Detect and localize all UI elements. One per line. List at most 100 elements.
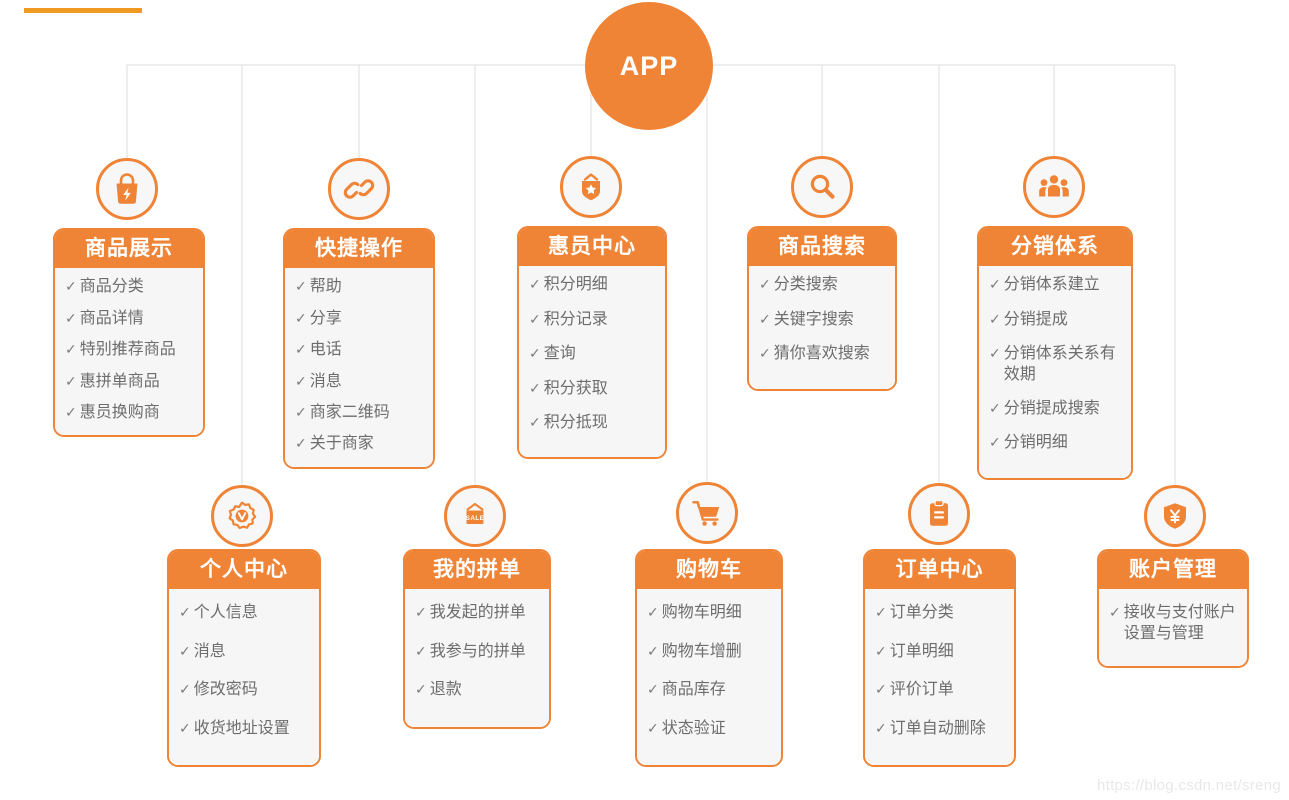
sale-tag-icon[interactable]: SALE xyxy=(444,485,506,547)
list-item-label: 关于商家 xyxy=(309,435,374,453)
check-icon: ✓ xyxy=(529,276,541,293)
list-item[interactable]: ✓购物车明细 xyxy=(647,603,773,623)
list-item[interactable]: ✓订单自动删除 xyxy=(875,719,1006,739)
card-order-center[interactable]: 订单中心 ✓订单分类 ✓订单明细 ✓评价订单 ✓订单自动删除 xyxy=(863,549,1016,767)
list-item[interactable]: ✓关于商家 xyxy=(295,434,425,454)
list-item-label: 我参与的拼单 xyxy=(429,642,526,660)
list-item[interactable]: ✓我参与的拼单 xyxy=(415,642,541,662)
list-item[interactable]: ✓分销体系关系有效期 xyxy=(989,344,1123,385)
card-shopping-cart[interactable]: 购物车 ✓购物车明细 ✓购物车增删 ✓商品库存 ✓状态验证 xyxy=(635,549,783,767)
card-distribution-system[interactable]: 分销体系 ✓分销体系建立 ✓分销提成 ✓分销体系关系有效期 ✓分销提成搜索 ✓分… xyxy=(977,226,1133,480)
card-body: ✓接收与支付账户设置与管理 xyxy=(1099,589,1247,667)
check-icon: ✓ xyxy=(415,681,427,698)
list-item[interactable]: ✓电话 xyxy=(295,340,425,360)
check-icon: ✓ xyxy=(647,604,659,621)
check-icon: ✓ xyxy=(295,435,307,452)
list-item[interactable]: ✓收货地址设置 xyxy=(179,719,311,739)
list-item[interactable]: ✓关键字搜索 xyxy=(759,310,887,330)
card-product-display[interactable]: 商品展示 ✓商品分类 ✓商品详情 ✓特别推荐商品 ✓惠拼单商品 ✓惠员换购商 xyxy=(53,228,205,438)
list-item[interactable]: ✓订单明细 xyxy=(875,642,1006,662)
card-quick-actions[interactable]: 快捷操作 ✓帮助 ✓分享 ✓电话 ✓消息 ✓商家二维码 ✓关于商家 xyxy=(283,228,435,469)
list-item-label: 积分明细 xyxy=(543,276,608,294)
list-item-label: 帮助 xyxy=(309,278,342,296)
card-account-management[interactable]: 账户管理 ✓接收与支付账户设置与管理 xyxy=(1097,549,1249,669)
list-item[interactable]: ✓惠员换购商 xyxy=(65,403,195,423)
list-item[interactable]: ✓查询 xyxy=(529,344,657,364)
search-icon[interactable] xyxy=(791,156,853,218)
list-item[interactable]: ✓惠拼单商品 xyxy=(65,372,195,392)
list-item[interactable]: ✓分类搜索 xyxy=(759,275,887,295)
list-item[interactable]: ✓商品详情 xyxy=(65,309,195,329)
verified-badge-icon[interactable] xyxy=(211,485,273,547)
list-item[interactable]: ✓分销明细 xyxy=(989,433,1123,453)
check-icon: ✓ xyxy=(989,399,1001,416)
list-item[interactable]: ✓商家二维码 xyxy=(295,403,425,423)
list-item[interactable]: ✓猜你喜欢搜索 xyxy=(759,344,887,364)
list-item-label: 商品详情 xyxy=(79,309,144,327)
chain-link-icon[interactable] xyxy=(328,158,390,220)
list-item[interactable]: ✓购物车增删 xyxy=(647,642,773,662)
list-item-label: 订单明细 xyxy=(889,642,954,660)
check-icon: ✓ xyxy=(179,719,191,736)
card-my-group-order[interactable]: 我的拼单 ✓我发起的拼单 ✓我参与的拼单 ✓退款 xyxy=(403,549,551,729)
check-icon: ✓ xyxy=(295,403,307,420)
list-item[interactable]: ✓分享 xyxy=(295,309,425,329)
check-icon: ✓ xyxy=(529,310,541,327)
list-item[interactable]: ✓消息 xyxy=(179,642,311,662)
card-body: ✓个人信息 ✓消息 ✓修改密码 ✓收货地址设置 xyxy=(169,589,319,765)
card-product-search[interactable]: 商品搜索 ✓分类搜索 ✓关键字搜索 ✓猜你喜欢搜索 xyxy=(747,226,897,391)
people-group-icon[interactable] xyxy=(1023,156,1085,218)
list-item-label: 积分抵现 xyxy=(543,413,608,431)
root-node-app[interactable]: APP xyxy=(585,2,713,130)
card-title: 购物车 xyxy=(637,551,781,590)
list-item-label: 评价订单 xyxy=(889,681,954,699)
list-item[interactable]: ✓接收与支付账户设置与管理 xyxy=(1109,603,1239,644)
list-item[interactable]: ✓积分记录 xyxy=(529,310,657,330)
card-title: 惠员中心 xyxy=(519,228,665,267)
card-personal-center[interactable]: 个人中心 ✓个人信息 ✓消息 ✓修改密码 ✓收货地址设置 xyxy=(167,549,321,767)
check-icon: ✓ xyxy=(1109,604,1121,621)
list-item-label: 消息 xyxy=(193,642,226,660)
watermark-text: https://blog.csdn.net/sreng xyxy=(1096,777,1281,794)
list-item[interactable]: ✓个人信息 xyxy=(179,603,311,623)
check-icon: ✓ xyxy=(759,276,771,293)
list-item[interactable]: ✓特别推荐商品 xyxy=(65,340,195,360)
shopping-cart-icon[interactable] xyxy=(676,482,738,544)
list-item[interactable]: ✓状态验证 xyxy=(647,719,773,739)
card-body: ✓我发起的拼单 ✓我参与的拼单 ✓退款 xyxy=(405,589,549,727)
list-item[interactable]: ✓分销提成 xyxy=(989,310,1123,330)
badge-star-icon[interactable] xyxy=(560,156,622,218)
shopping-bag-flash-icon[interactable] xyxy=(96,158,158,220)
list-item[interactable]: ✓积分抵现 xyxy=(529,413,657,433)
top-accent-bar xyxy=(24,8,142,13)
list-item-label: 订单自动删除 xyxy=(889,719,986,737)
list-item-label: 分享 xyxy=(309,309,342,327)
card-body: ✓积分明细 ✓积分记录 ✓查询 ✓积分获取 ✓积分抵现 xyxy=(519,266,665,458)
list-item[interactable]: ✓商品库存 xyxy=(647,680,773,700)
card-body: ✓分类搜索 ✓关键字搜索 ✓猜你喜欢搜索 xyxy=(749,266,895,389)
list-item[interactable]: ✓我发起的拼单 xyxy=(415,603,541,623)
card-member-center[interactable]: 惠员中心 ✓积分明细 ✓积分记录 ✓查询 ✓积分获取 ✓积分抵现 xyxy=(517,226,667,460)
list-item[interactable]: ✓修改密码 xyxy=(179,680,311,700)
list-item[interactable]: ✓订单分类 xyxy=(875,603,1006,623)
list-item[interactable]: ✓消息 xyxy=(295,372,425,392)
list-item-label: 退款 xyxy=(429,681,462,699)
list-item[interactable]: ✓评价订单 xyxy=(875,680,1006,700)
list-item-label: 我发起的拼单 xyxy=(429,604,526,622)
list-item[interactable]: ✓退款 xyxy=(415,680,541,700)
clipboard-icon[interactable] xyxy=(908,483,970,545)
list-item[interactable]: ✓帮助 xyxy=(295,277,425,297)
check-icon: ✓ xyxy=(415,642,427,659)
list-item[interactable]: ✓积分获取 xyxy=(529,379,657,399)
check-icon: ✓ xyxy=(875,642,887,659)
list-item[interactable]: ✓分销提成搜索 xyxy=(989,399,1123,419)
check-icon: ✓ xyxy=(65,372,77,389)
shield-yen-icon[interactable] xyxy=(1144,485,1206,547)
list-item-label: 商品分类 xyxy=(79,278,144,296)
card-title: 分销体系 xyxy=(979,228,1131,267)
list-item[interactable]: ✓商品分类 xyxy=(65,277,195,297)
list-item[interactable]: ✓分销体系建立 xyxy=(989,275,1123,295)
list-item-label: 接收与支付账户设置与管理 xyxy=(1123,604,1236,642)
check-icon: ✓ xyxy=(875,604,887,621)
list-item[interactable]: ✓积分明细 xyxy=(529,275,657,295)
